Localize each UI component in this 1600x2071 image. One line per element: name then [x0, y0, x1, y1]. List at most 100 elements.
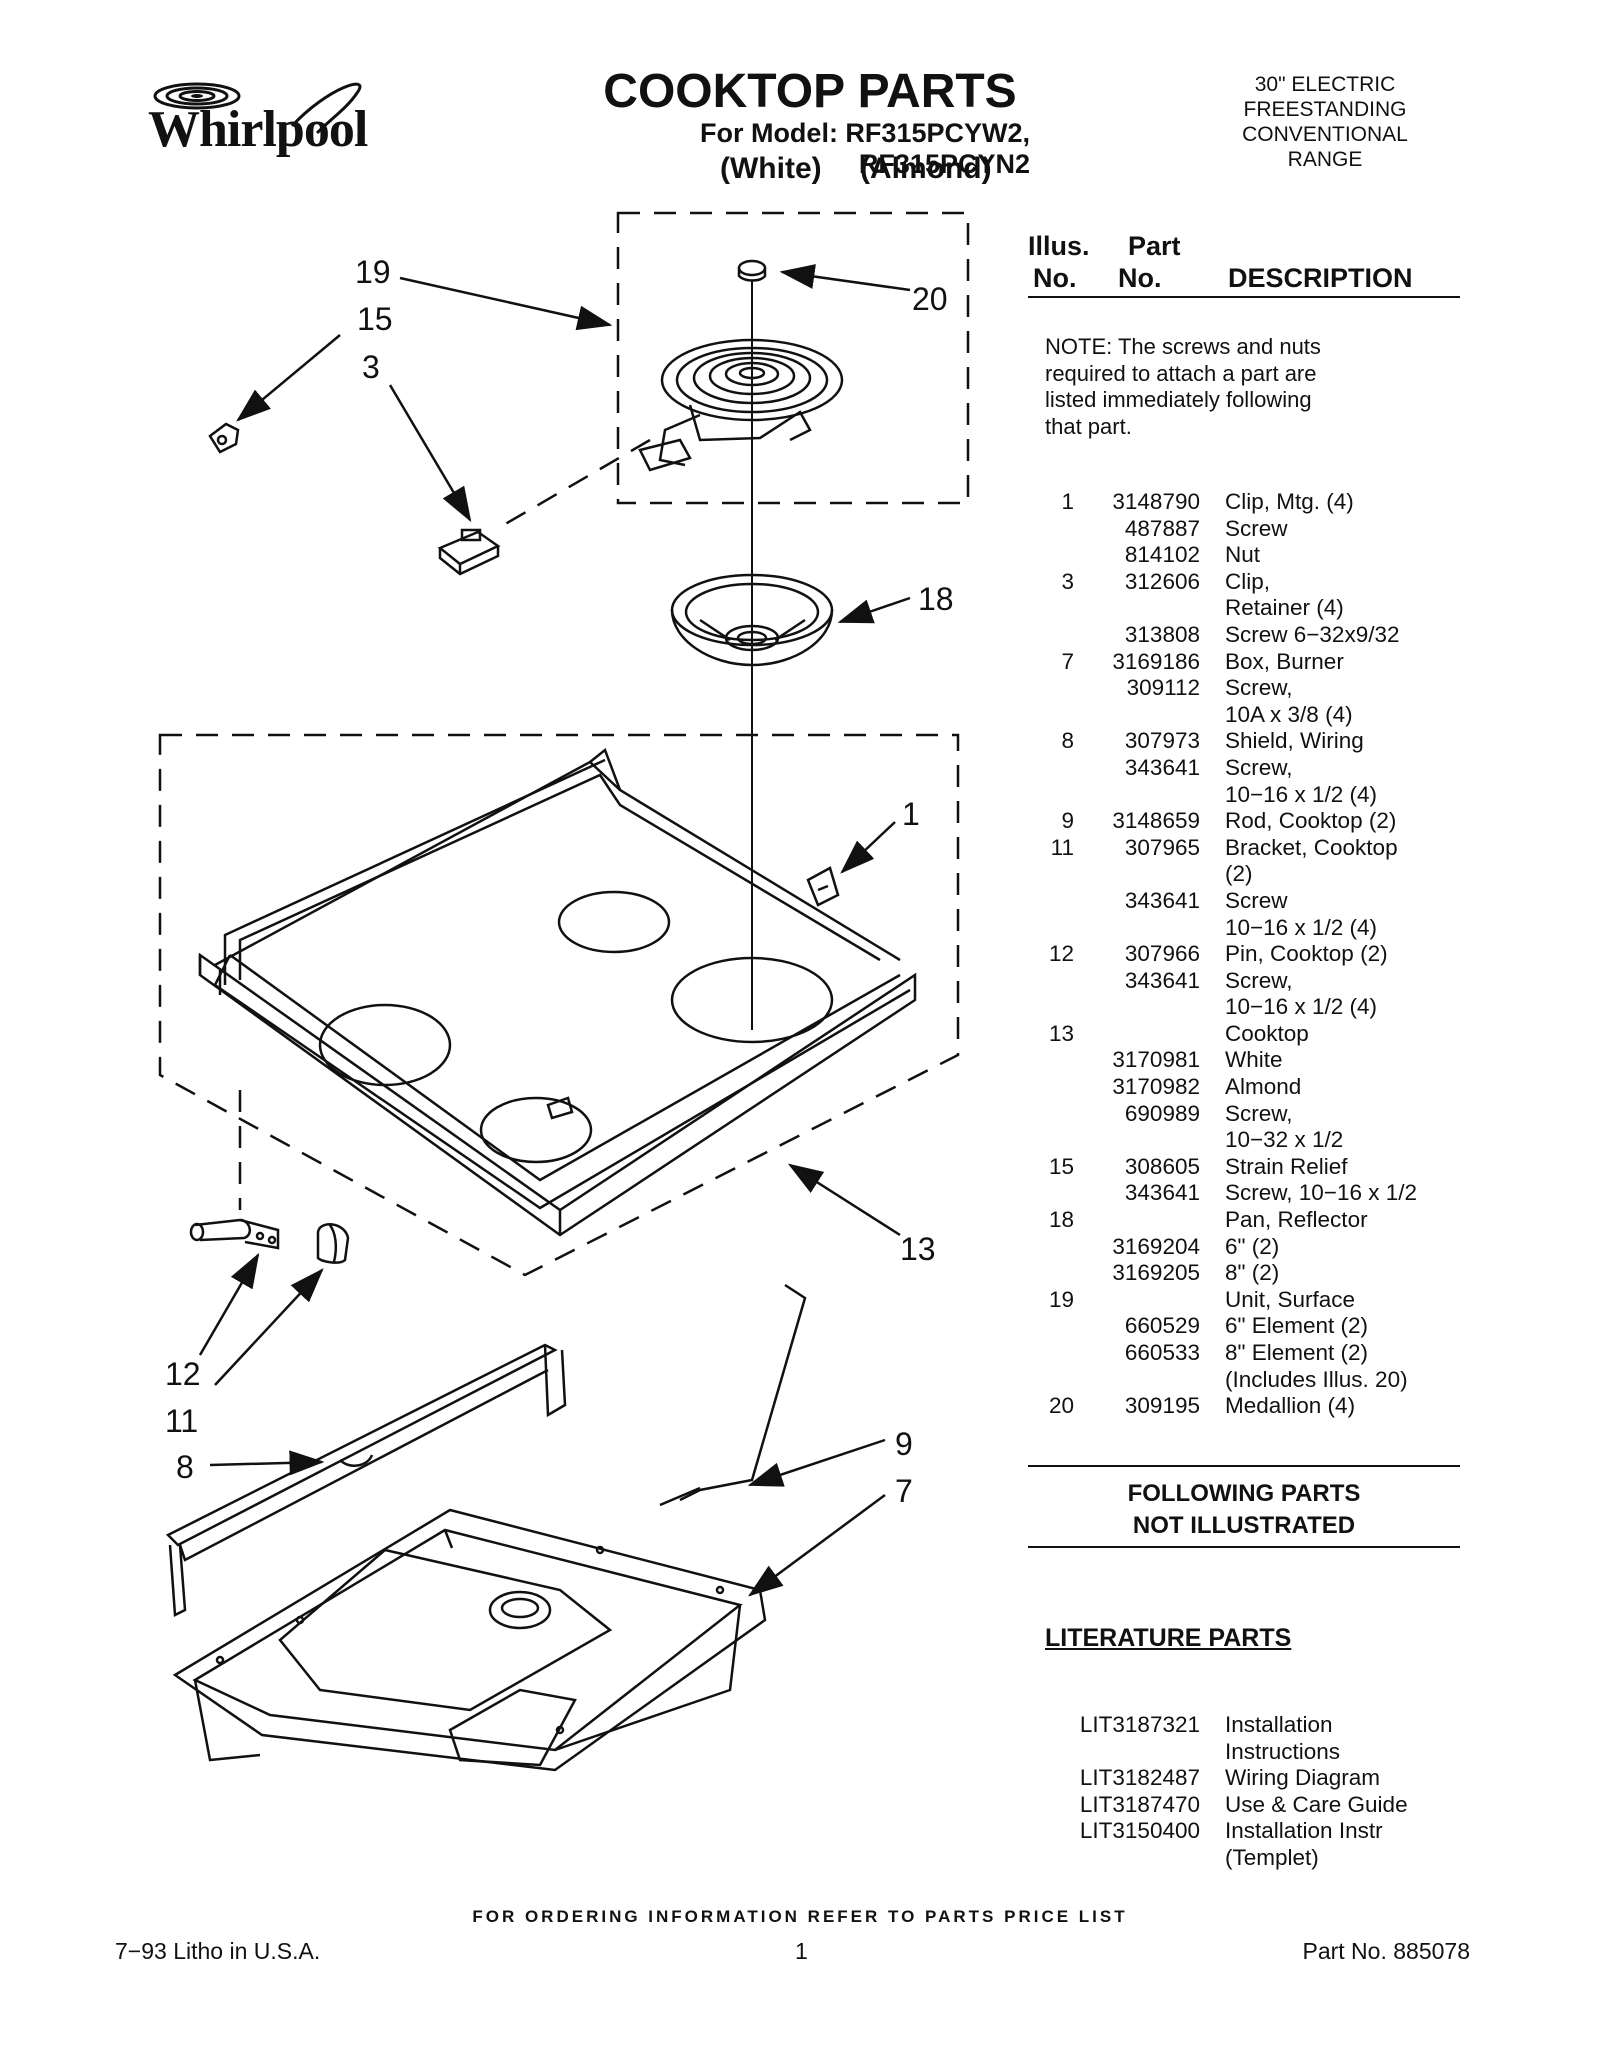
part-description: Medallion (4) — [1225, 1393, 1356, 1419]
part-description: Rod, Cooktop (2) — [1225, 808, 1397, 834]
literature-description: Installation — [1225, 1712, 1333, 1737]
model-color-white: (White) — [720, 152, 822, 185]
part-no: 690989 — [1124, 1100, 1200, 1126]
following-divider-top — [1028, 1465, 1460, 1467]
literature-row: (Templet) — [1030, 1845, 1460, 1872]
part-description: 6" (2) — [1225, 1233, 1280, 1259]
header-divider — [1028, 296, 1460, 298]
part-no: 307965 — [1124, 834, 1200, 860]
part-description: 10−16 x 1/2 (4) — [1225, 994, 1377, 1020]
table-row: 3169204 6" (2) — [1040, 1234, 1470, 1261]
table-row: 10A x 3/8 (4) — [1040, 702, 1470, 729]
illus-no: 15 — [1048, 1153, 1074, 1179]
literature-description: Installation Instr — [1225, 1818, 1383, 1844]
literature-description: (Templet) — [1225, 1844, 1319, 1870]
note-line: NOTE: The screws and nuts — [1045, 334, 1321, 359]
callout-11: 11 — [165, 1403, 198, 1439]
part-description: White — [1225, 1047, 1283, 1073]
callout-15: 15 — [357, 301, 393, 337]
part-description: Almond — [1225, 1074, 1302, 1100]
note-line: that part. — [1045, 413, 1132, 439]
literature-part-no: LIT3187321 — [1079, 1712, 1200, 1737]
part-description: Nut — [1225, 542, 1261, 568]
illus-no: 7 — [1061, 648, 1074, 674]
following-line: FOLLOWING PARTS — [1127, 1480, 1361, 1507]
part-description: Screw, 10−16 x 1/2 — [1225, 1180, 1417, 1206]
cooktop-group-box — [158, 733, 960, 1277]
table-row: (2) — [1040, 861, 1470, 888]
table-row: 18 Pan, Reflector — [1040, 1207, 1470, 1234]
header-part-no: No. — [1118, 263, 1162, 293]
callout-8: 8 — [176, 1449, 194, 1485]
header-part: Part — [1128, 231, 1181, 261]
literature-part-no: LIT3150400 — [1079, 1818, 1200, 1844]
page-number: 1 — [795, 1938, 808, 1964]
note: NOTE: The screws and nuts required to at… — [1045, 334, 1375, 440]
part-description: Pan, Reflector — [1225, 1207, 1368, 1233]
page-title: COOKTOP PARTS — [603, 65, 1017, 118]
part-description: Cooktop — [1225, 1020, 1309, 1046]
cooktop-part — [198, 747, 917, 1237]
surface-unit-group-box — [616, 211, 970, 505]
note-line: required to attach a part are — [1045, 360, 1317, 386]
wiring-shield-part — [165, 1343, 567, 1617]
footer-part-number: Part No. 885078 — [1302, 1938, 1470, 1964]
part-description: Clip, Mtg. (4) — [1225, 489, 1354, 514]
footer-litho: 7−93 Litho in U.S.A. — [115, 1938, 321, 1964]
callout-12: 12 — [165, 1356, 201, 1392]
part-no: 814102 — [1124, 542, 1200, 568]
mounting-clip-part — [806, 866, 840, 907]
illus-no: 11 — [1050, 834, 1074, 860]
range-type-line: 30" ELECTRIC — [1254, 73, 1396, 96]
part-no: 343641 — [1124, 754, 1200, 780]
burner-box-part — [172, 1508, 767, 1772]
part-description: Screw 6−32x9/32 — [1225, 621, 1400, 647]
brand-name: Whirlpool — [148, 101, 368, 158]
part-description: 10A x 3/8 (4) — [1225, 701, 1353, 727]
part-description: Screw — [1225, 887, 1288, 913]
table-row: 690989 Screw, — [1040, 1101, 1470, 1128]
callout-20: 20 — [912, 281, 948, 317]
callout-18: 18 — [918, 581, 954, 617]
range-type-line: CONVENTIONAL — [1242, 123, 1408, 146]
part-no: 3148790 — [1112, 489, 1200, 514]
part-description: 10−32 x 1/2 — [1225, 1127, 1344, 1153]
retainer-clip-part — [437, 528, 501, 576]
literature-parts-heading: LITERATURE PARTS — [1045, 1624, 1292, 1652]
part-description: (2) — [1225, 861, 1253, 887]
whirlpool-logo — [153, 82, 362, 135]
part-description: Screw, — [1225, 1100, 1293, 1126]
illus-no: 19 — [1048, 1286, 1074, 1312]
part-description: Retainer (4) — [1225, 595, 1344, 621]
illus-no: 18 — [1048, 1207, 1074, 1233]
part-description: (Includes Illus. 20) — [1225, 1366, 1408, 1392]
part-description: 8" (2) — [1225, 1260, 1280, 1286]
part-description: 6" Element (2) — [1225, 1313, 1369, 1339]
illus-no: 12 — [1048, 941, 1074, 967]
callout-7: 7 — [895, 1473, 913, 1509]
header-description: DESCRIPTION — [1228, 263, 1413, 293]
part-no: 3169204 — [1112, 1233, 1200, 1259]
cooktop-bracket-part — [316, 1223, 350, 1264]
callout-3: 3 — [362, 349, 380, 385]
note-line: listed immediately following — [1045, 387, 1312, 412]
table-row: 343641 Screw, 10−16 x 1/2 — [1040, 1180, 1470, 1207]
illus-no: 20 — [1048, 1393, 1074, 1419]
part-description: 10−16 x 1/2 (4) — [1225, 781, 1377, 807]
part-no: 343641 — [1124, 1180, 1200, 1206]
